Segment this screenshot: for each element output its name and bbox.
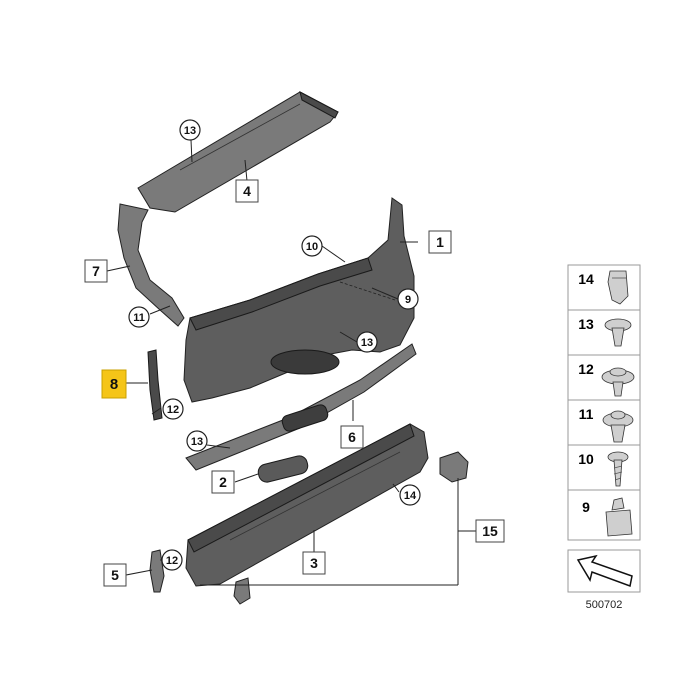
svg-text:4: 4	[243, 183, 251, 199]
legend-row-9[interactable]: 9	[567, 489, 641, 541]
svg-text:8: 8	[110, 376, 118, 393]
legend-row-13[interactable]: 13	[567, 309, 641, 356]
svg-text:12: 12	[166, 555, 178, 567]
expanding-rivet-icon	[604, 318, 632, 347]
handle-recess	[257, 455, 309, 483]
label-circle-13-low[interactable]: 13	[186, 430, 208, 452]
label-part-15[interactable]: 15	[475, 519, 505, 543]
svg-text:12: 12	[578, 361, 594, 377]
legend-row-arrow	[567, 549, 641, 593]
label-circle-12-lower[interactable]: 12	[161, 549, 183, 571]
svg-text:11: 11	[579, 406, 594, 422]
svg-text:13: 13	[184, 125, 196, 137]
label-circle-13-top[interactable]: 13	[179, 119, 201, 141]
arrow-icon	[576, 554, 633, 588]
svg-text:2: 2	[219, 474, 227, 490]
screw-icon	[607, 451, 629, 487]
svg-text:1: 1	[436, 234, 444, 250]
svg-text:14: 14	[578, 271, 594, 287]
label-part-6[interactable]: 6	[340, 425, 364, 449]
svg-text:14: 14	[404, 490, 417, 502]
main-trim-panel	[183, 197, 415, 403]
label-circle-11[interactable]: 11	[128, 306, 150, 328]
leader-lines	[106, 139, 476, 586]
left-side-trim	[117, 203, 185, 327]
clip-icon	[607, 270, 629, 305]
legend-row-10[interactable]: 10	[567, 444, 641, 491]
lower-middle-trim	[185, 343, 417, 471]
label-part-1[interactable]: 1	[428, 230, 452, 254]
small-bracket-5	[149, 549, 165, 593]
label-part-4[interactable]: 4	[235, 179, 259, 203]
push-rivet-icon	[601, 367, 635, 397]
label-part-3[interactable]: 3	[302, 551, 326, 575]
upper-trim-strip	[137, 91, 339, 213]
nut-clip-icon	[605, 497, 633, 537]
svg-text:11: 11	[133, 312, 145, 324]
label-circle-12-upper[interactable]: 12	[162, 398, 184, 420]
svg-text:9: 9	[582, 499, 590, 515]
svg-text:12: 12	[167, 404, 179, 416]
svg-text:7: 7	[92, 263, 100, 279]
svg-text:3: 3	[310, 555, 318, 571]
diagram-reference-number: 500702	[586, 599, 623, 611]
label-circle-10[interactable]: 10	[301, 235, 323, 257]
svg-text:15: 15	[482, 523, 498, 539]
expanding-rivet-large-icon	[602, 410, 634, 443]
label-part-8[interactable]: 8	[101, 369, 127, 399]
lower-tailgate-panel	[185, 423, 429, 587]
svg-text:9: 9	[405, 294, 411, 306]
label-part-7[interactable]: 7	[84, 259, 108, 283]
svg-text:13: 13	[191, 436, 203, 448]
svg-text:5: 5	[111, 567, 119, 583]
svg-text:10: 10	[578, 451, 594, 467]
legend-row-11[interactable]: 11	[567, 399, 641, 446]
legend-row-14[interactable]: 14	[567, 264, 641, 311]
small-vertical-trim	[147, 349, 163, 421]
label-part-2[interactable]: 2	[211, 470, 235, 494]
svg-text:13: 13	[578, 316, 594, 332]
legend-row-12[interactable]: 12	[567, 354, 641, 401]
label-circle-9[interactable]: 9	[397, 288, 419, 310]
svg-text:6: 6	[348, 429, 356, 445]
label-circle-14[interactable]: 14	[399, 484, 421, 506]
label-part-5[interactable]: 5	[103, 563, 127, 587]
label-circle-13-mid[interactable]: 13	[356, 331, 378, 353]
svg-text:13: 13	[361, 337, 373, 349]
fastener-legend: 14 13 12 11	[567, 264, 641, 611]
svg-text:10: 10	[306, 241, 318, 253]
